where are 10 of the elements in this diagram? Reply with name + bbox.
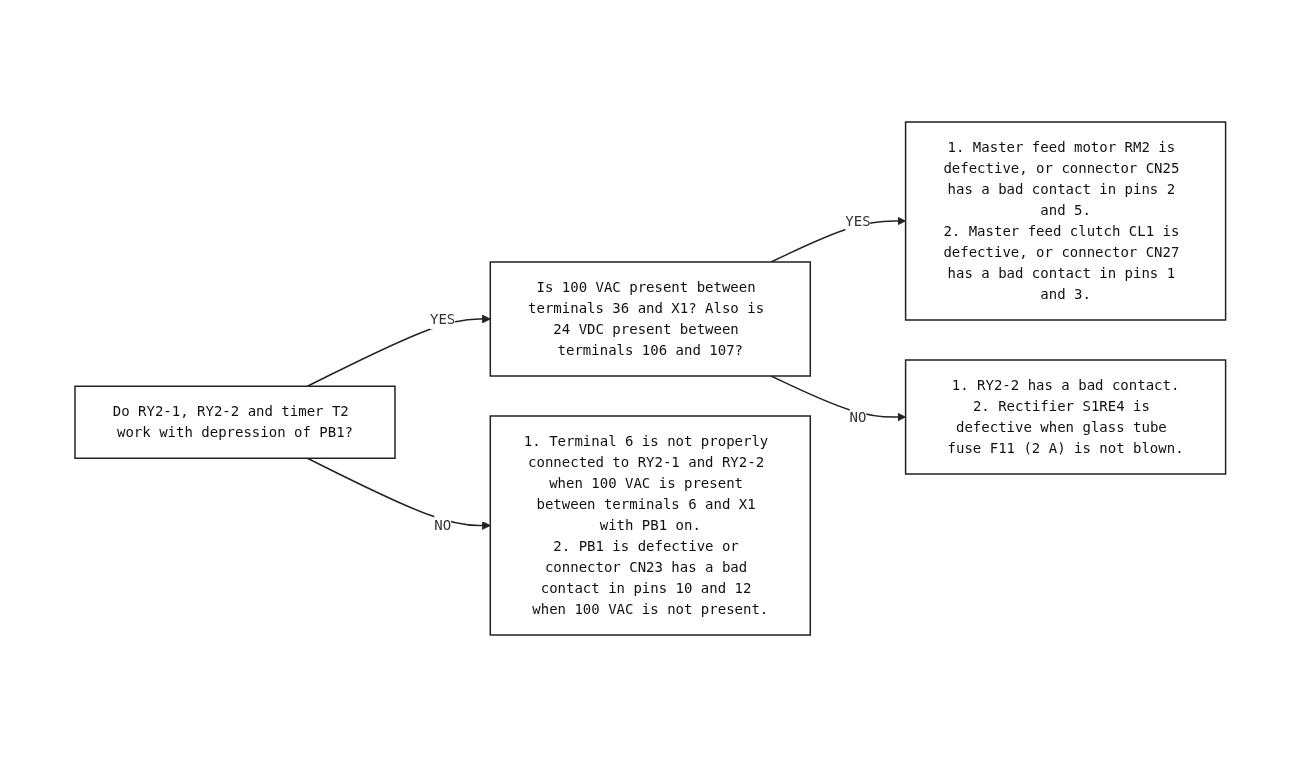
node-box: 1. Master feed motor RM2 is defective, or connector CN25 has a bad contact in pins 2 and 5. 2. Master feed clutch CL1 is defective, or connector CN27 has a bad contact in pins 1 and 3.	[905, 121, 1227, 321]
node-box: Is 100 VAC present between terminals 36 and X1? Also is 24 VDC present between terminals 106 and 107?	[489, 261, 812, 377]
node-box: Do RY2-1, RY2-2 and timer T2 work with depression of PB1?	[74, 385, 396, 459]
arrow	[306, 457, 491, 530]
node-box: 1. RY2-2 has a bad contact. 2. Rectifier S1RE4 is defective when glass tube fuse F11 (2 A) is not blown.	[905, 359, 1227, 475]
edge-label: NO	[849, 408, 867, 425]
edge-label: YES	[430, 310, 456, 327]
node-box: 1. Terminal 6 is not properly connected to RY2-1 and RY2-2 when 100 VAC is present between terminals 6 and X1 with PB1 on. 2. PB1 is defective or connector CN23 has a bad contact in pins 10 and 12 when 100 VAC is not present.	[489, 415, 812, 636]
edge-label: YES	[845, 212, 871, 229]
edge-label: NO	[434, 517, 452, 533]
